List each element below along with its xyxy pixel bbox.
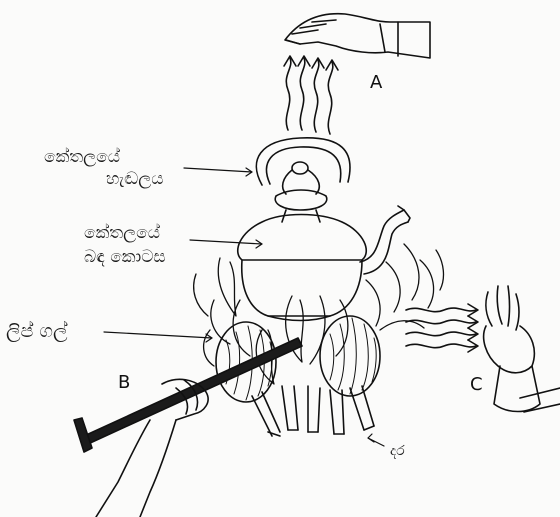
flames bbox=[194, 244, 444, 384]
label-bricks: ලිප් ගල් bbox=[6, 320, 67, 342]
label-firewood: දර bbox=[390, 440, 405, 462]
heat-arrows-up bbox=[284, 56, 338, 134]
firewood-sticks bbox=[252, 386, 374, 436]
letter-a: A bbox=[370, 72, 382, 93]
brick-right bbox=[320, 316, 380, 396]
label-kettle-handle-2: හැඬලය bbox=[106, 168, 163, 190]
label-kettle-handle-1: කේතලයේ bbox=[44, 146, 120, 168]
kettle-handle bbox=[256, 138, 350, 185]
hand-a bbox=[285, 14, 430, 58]
label-kettle-body-1: කේතලයේ bbox=[84, 222, 160, 244]
heat-arrows-side bbox=[406, 304, 478, 352]
kettle-spout bbox=[360, 206, 410, 274]
label-kettle-body-2: බඳ කොටස bbox=[84, 246, 166, 268]
letter-b: B bbox=[118, 372, 130, 393]
hand-c bbox=[484, 286, 560, 412]
kettle-lid bbox=[275, 162, 327, 222]
letter-c: C bbox=[470, 374, 483, 395]
